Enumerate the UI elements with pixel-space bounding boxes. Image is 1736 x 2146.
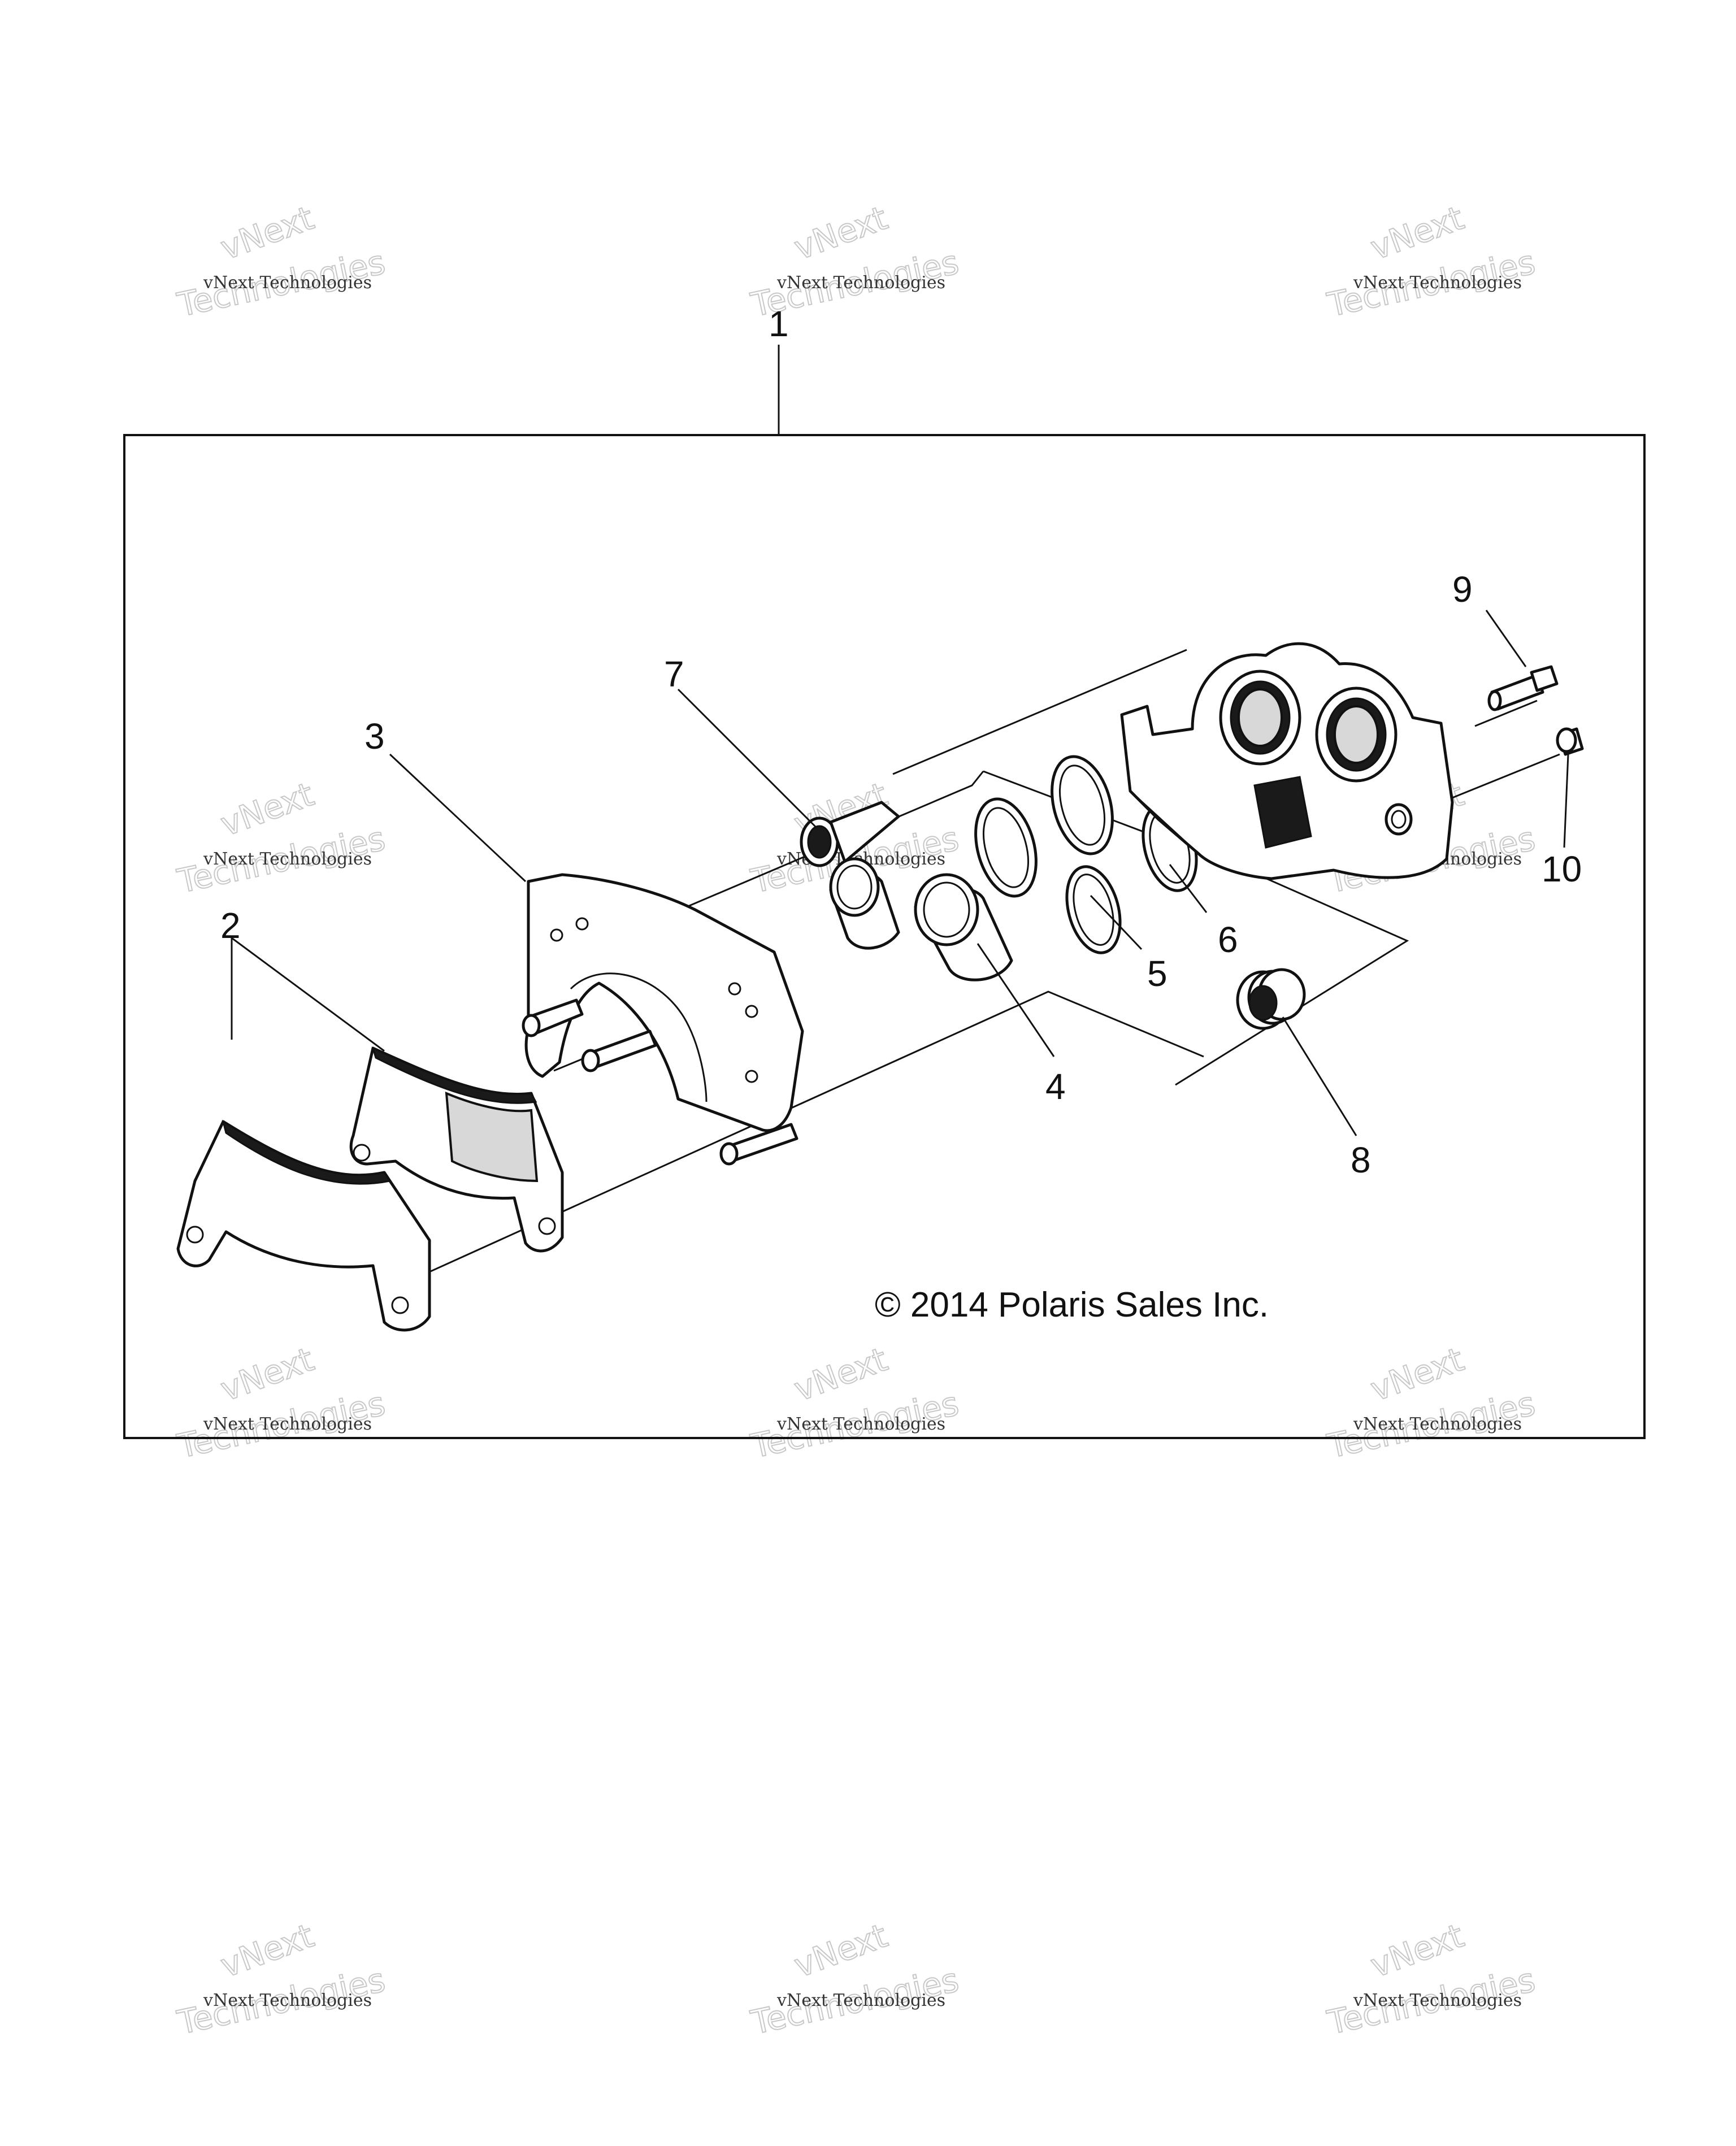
- watermark-vnext: vNext: [216, 775, 319, 844]
- brake-pad-inner: [349, 1046, 564, 1253]
- caliper-bracket: [522, 873, 804, 1166]
- watermark-vnext: vNext: [789, 198, 892, 267]
- watermark-text: vNext Technologies: [203, 1414, 372, 1434]
- watermark-text: vNext Technologies: [1353, 1414, 1522, 1434]
- watermark-text: vNext Technologies: [1353, 1991, 1522, 2010]
- callout-6: 6: [1218, 919, 1238, 960]
- watermark-text: vNext Technologies: [1353, 273, 1522, 293]
- bleeder-cap: [1556, 727, 1584, 756]
- piston-large: [914, 873, 1013, 981]
- bleeder-screw: [1487, 665, 1559, 711]
- boot-seal: [1236, 968, 1306, 1030]
- watermark: vNext Technologies vNext Technologies: [747, 1339, 963, 1466]
- assembly-frame: [123, 434, 1646, 1439]
- watermark-text: vNext Technologies: [776, 273, 945, 293]
- copyright-text: © 2014 Polaris Sales Inc.: [875, 1285, 1269, 1324]
- watermark-text: vNext Technologies: [776, 1991, 945, 2010]
- callout-9: 9: [1452, 569, 1473, 610]
- watermark-vnext: vNext: [216, 1916, 319, 1985]
- watermark: vNext Technologies vNext Technologies: [173, 774, 389, 901]
- watermark-text: vNext Technologies: [203, 273, 372, 293]
- watermark-vnext: vNext: [216, 1340, 319, 1409]
- watermark: vNext Technologies vNext Technologies: [173, 1915, 389, 2043]
- watermark: vNext Technologies vNext Technologies: [1323, 1915, 1539, 2043]
- watermark-vnext: vNext: [216, 198, 319, 267]
- callouts: 1 2 3 4 5 6 7 8 9 10: [220, 303, 1582, 1180]
- watermark: vNext Technologies vNext Technologies: [173, 1339, 389, 1466]
- watermark-text: vNext Technologies: [776, 1414, 945, 1434]
- watermark-vnext: vNext: [1366, 1916, 1469, 1985]
- leader-lines: [231, 610, 1569, 1136]
- piston-boot: [800, 801, 900, 867]
- seal-rings: [974, 755, 1198, 954]
- callout-7: 7: [664, 654, 684, 694]
- callout-3: 3: [364, 716, 385, 757]
- piston-small: [829, 857, 900, 950]
- callout-2: 2: [220, 905, 241, 946]
- callout-4: 4: [1045, 1066, 1066, 1107]
- watermark-vnext: vNext: [1366, 198, 1469, 267]
- brake-pad-outer: [176, 1119, 431, 1332]
- watermark-vnext: vNext: [1366, 1340, 1469, 1409]
- watermark-vnext: vNext: [789, 1340, 892, 1409]
- callout-10: 10: [1542, 849, 1582, 889]
- watermark-vnext: vNext: [789, 1916, 892, 1985]
- callout-8: 8: [1351, 1140, 1371, 1180]
- watermark: vNext Technologies vNext Technologies: [173, 198, 389, 325]
- watermark: vNext Technologies vNext Technologies: [747, 1915, 963, 2043]
- watermark: vNext Technologies vNext Technologies: [1323, 198, 1539, 325]
- callout-5: 5: [1147, 953, 1168, 994]
- watermark-text: vNext Technologies: [203, 1991, 372, 2010]
- caliper-body: [1120, 642, 1454, 880]
- watermark: vNext Technologies vNext Technologies: [1323, 1339, 1539, 1466]
- watermark-text: vNext Technologies: [203, 849, 372, 869]
- callout-1: 1: [769, 303, 789, 344]
